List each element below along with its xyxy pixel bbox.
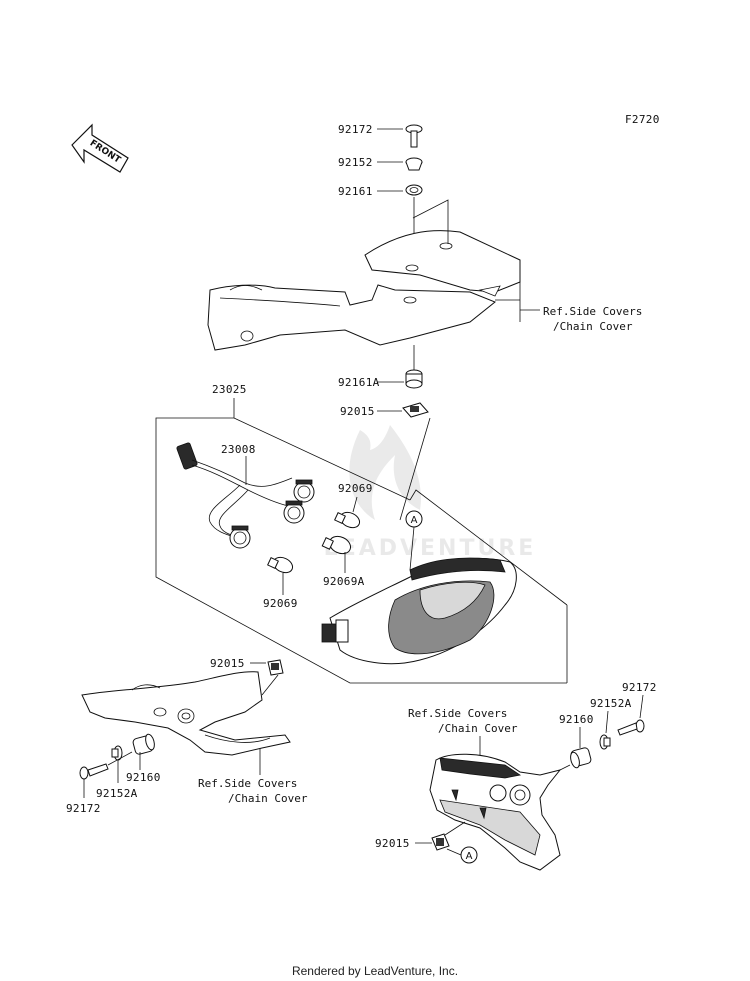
collar-92160-right xyxy=(570,747,592,769)
callout-a-upper: A xyxy=(405,510,423,528)
side-cover-right xyxy=(429,753,562,871)
ref-right-line2: /Chain Cover xyxy=(438,722,518,735)
grommet-92161a xyxy=(405,369,423,389)
label-92152-top: 92152 xyxy=(338,156,373,169)
collar-92160-left xyxy=(132,733,155,755)
front-arrow-icon: FRONT xyxy=(71,123,129,173)
ref-top-line1: Ref.Side Covers xyxy=(543,305,642,318)
bulb-92069a xyxy=(321,535,352,555)
wire-harness-23008 xyxy=(176,442,294,539)
label-92161-top: 92161 xyxy=(338,185,373,198)
side-cover-left xyxy=(81,671,291,756)
label-23025: 23025 xyxy=(212,383,247,396)
label-92160-left: 92160 xyxy=(126,771,161,784)
ref-top-line2: /Chain Cover xyxy=(553,320,633,333)
label-92160-right: 92160 xyxy=(559,713,594,726)
rear-cowl-right xyxy=(364,230,521,297)
washer-92152-top xyxy=(405,157,423,171)
label-92015-left: 92015 xyxy=(210,657,245,670)
label-92172-right: 92172 xyxy=(622,681,657,694)
figure-code: F2720 xyxy=(625,113,660,126)
screw-92172-top xyxy=(405,124,423,148)
label-92069-lower: 92069 xyxy=(263,597,298,610)
label-92152a-left: 92152A xyxy=(96,787,138,800)
bulb-92069-upper xyxy=(334,511,361,529)
label-92015-right: 92015 xyxy=(375,837,410,850)
label-92015-center: 92015 xyxy=(340,405,375,418)
nut-92015-center xyxy=(402,402,429,418)
label-92172-top: 92172 xyxy=(338,123,373,136)
tail-light-housing xyxy=(321,557,517,665)
bulb-socket-lower xyxy=(229,525,251,549)
callout-a-lower: A xyxy=(460,846,478,864)
label-92152a-right: 92152A xyxy=(590,697,632,710)
label-92069a: 92069A xyxy=(323,575,365,588)
label-92069-upper: 92069 xyxy=(338,482,373,495)
bulb-socket-upper xyxy=(293,479,315,503)
rear-cowl-left xyxy=(207,284,496,351)
nut-92015-right xyxy=(431,833,450,851)
footer-credit: Rendered by LeadVenture, Inc. xyxy=(292,964,458,978)
label-23008: 23008 xyxy=(221,443,256,456)
watermark-text: LEADVENTURE xyxy=(324,536,537,561)
bulb-92069-lower xyxy=(267,556,294,574)
nut-92015-left xyxy=(267,659,284,676)
callout-a-lower-text: A xyxy=(466,851,473,862)
screw-92172-right xyxy=(617,719,645,736)
washer-92152a-right xyxy=(599,734,611,750)
washer-92152a-left xyxy=(111,745,123,761)
grommet-92161-top xyxy=(405,184,423,196)
screw-92172-left xyxy=(79,763,109,780)
label-92161a: 92161A xyxy=(338,376,380,389)
ref-left-line1: Ref.Side Covers xyxy=(198,777,297,790)
leadventure-watermark: LEADVENTURE xyxy=(324,425,537,561)
callout-a-upper-text: A xyxy=(411,515,418,526)
label-92172-left: 92172 xyxy=(66,802,101,815)
bulb-socket-middle xyxy=(283,500,305,524)
ref-left-line2: /Chain Cover xyxy=(228,792,308,805)
ref-right-line1: Ref.Side Covers xyxy=(408,707,507,720)
